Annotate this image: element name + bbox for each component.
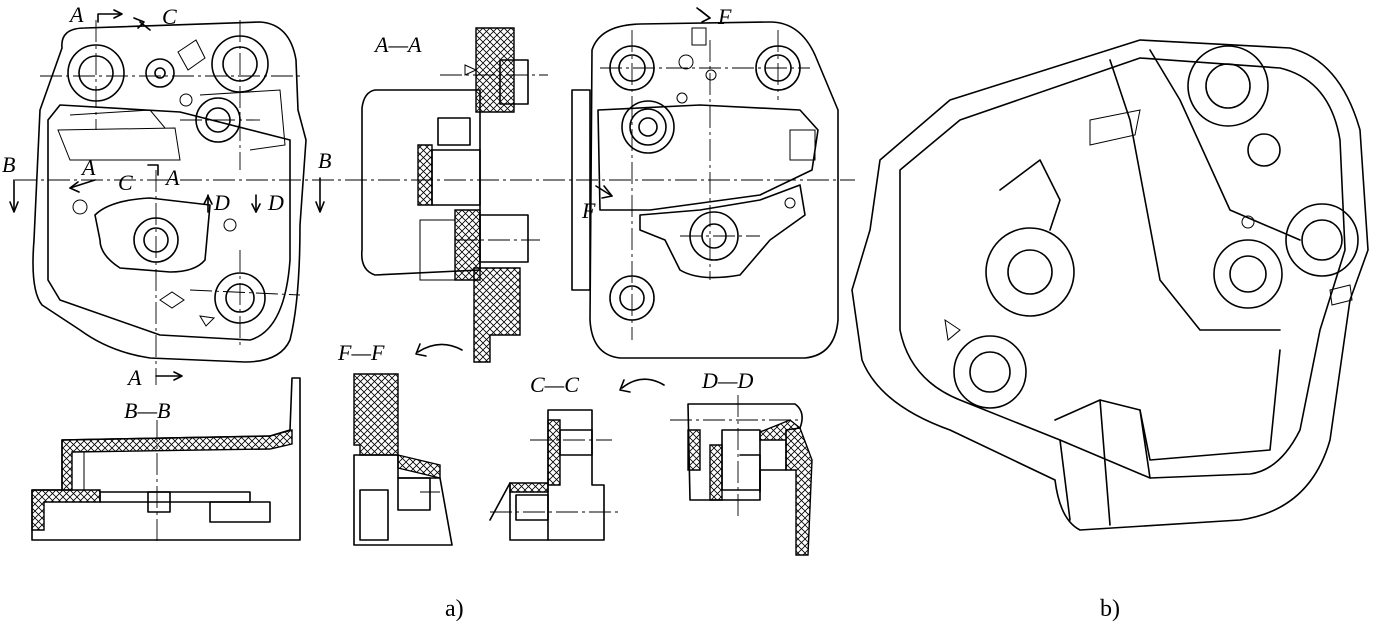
cutting-plane-marks (9, 9, 325, 381)
iso-hub (985, 227, 1075, 317)
label-A-mid: A (80, 155, 96, 180)
title-f-f: F—F (337, 340, 385, 365)
iso-boss-right (1285, 203, 1359, 277)
label-C-mid: C (118, 170, 133, 195)
label-F-top: F (717, 4, 732, 29)
iso-outline (851, 39, 1369, 531)
label-D-left: D (213, 190, 230, 215)
label-C-top: C (162, 4, 177, 29)
section-c-c-view: C—C (489, 372, 665, 541)
section-b-b-view: B—B (31, 377, 301, 545)
title-d-d: D—D (701, 368, 753, 393)
iso-boss-centre (1213, 239, 1283, 309)
section-a-a-view: A—A (360, 27, 548, 363)
label-A-top: A (68, 2, 84, 27)
rear-view-outline (589, 21, 839, 359)
label-A-mid2: A (164, 165, 180, 190)
small-pivot (145, 58, 175, 88)
caption-a: a) (445, 596, 464, 622)
section-d-d-view: D—D (670, 368, 813, 556)
section-letters-view1: A C B A C A D D B A (2, 2, 331, 390)
caption-b: b) (1100, 596, 1120, 622)
section-a-a-hatch-top (475, 27, 515, 113)
title-c-c: C—C (530, 372, 579, 397)
front-view-inner (47, 104, 291, 341)
section-d-d-hatch (759, 419, 813, 556)
rear-view: F F (571, 4, 839, 359)
iso-boss-top (1187, 45, 1269, 127)
section-f-f-hatch (353, 373, 399, 456)
label-B-right: B (318, 148, 331, 173)
label-A-bottom: A (126, 365, 142, 390)
label-F-side: F (581, 198, 596, 223)
section-b-b-hatch-left (31, 489, 101, 531)
front-view (32, 20, 307, 385)
label-B-left: B (2, 152, 15, 177)
section-a-a-hatch-bottom (473, 267, 521, 363)
section-c-c-hatch (547, 419, 561, 486)
section-a-a-hatch-strip (417, 144, 433, 206)
label-D-right: D (267, 190, 284, 215)
title-a-a: A—A (373, 32, 422, 57)
front-view-outline (32, 21, 307, 363)
iso-boss-left (953, 335, 1027, 409)
rear-gear-hub (621, 100, 675, 154)
title-b-b: B—B (124, 398, 170, 423)
isometric-view (851, 39, 1369, 531)
section-f-f-view: F—F (337, 340, 463, 546)
section-b-b-hatch-top (61, 429, 293, 491)
